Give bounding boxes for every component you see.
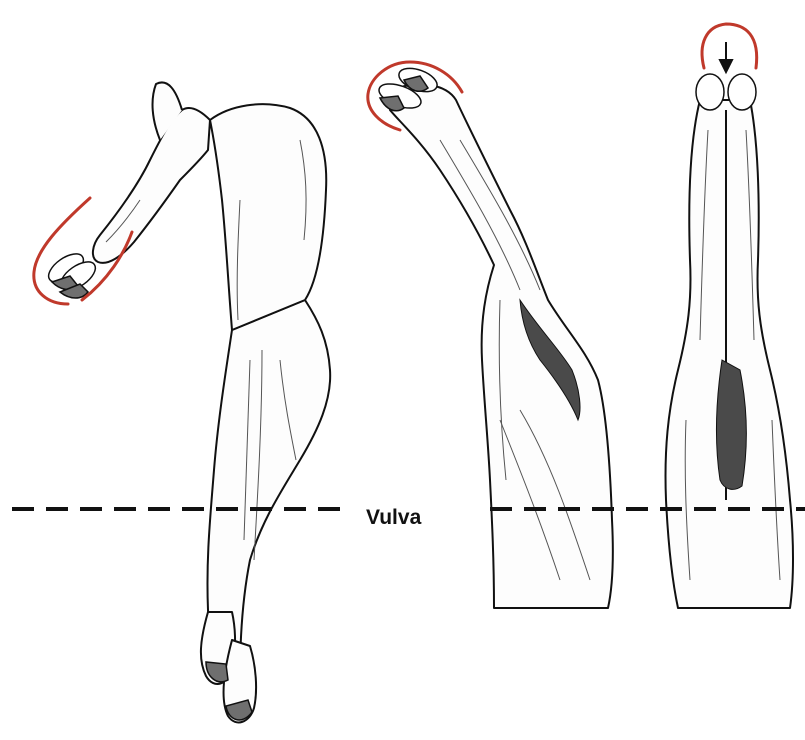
limb-flexed-left <box>93 82 330 722</box>
arrow-down-icon <box>720 42 732 72</box>
limb-front-view-right <box>666 100 794 608</box>
limb-side-view-middle <box>390 85 613 608</box>
vulva-label: Vulva <box>366 506 421 530</box>
shadow-right <box>716 360 746 489</box>
